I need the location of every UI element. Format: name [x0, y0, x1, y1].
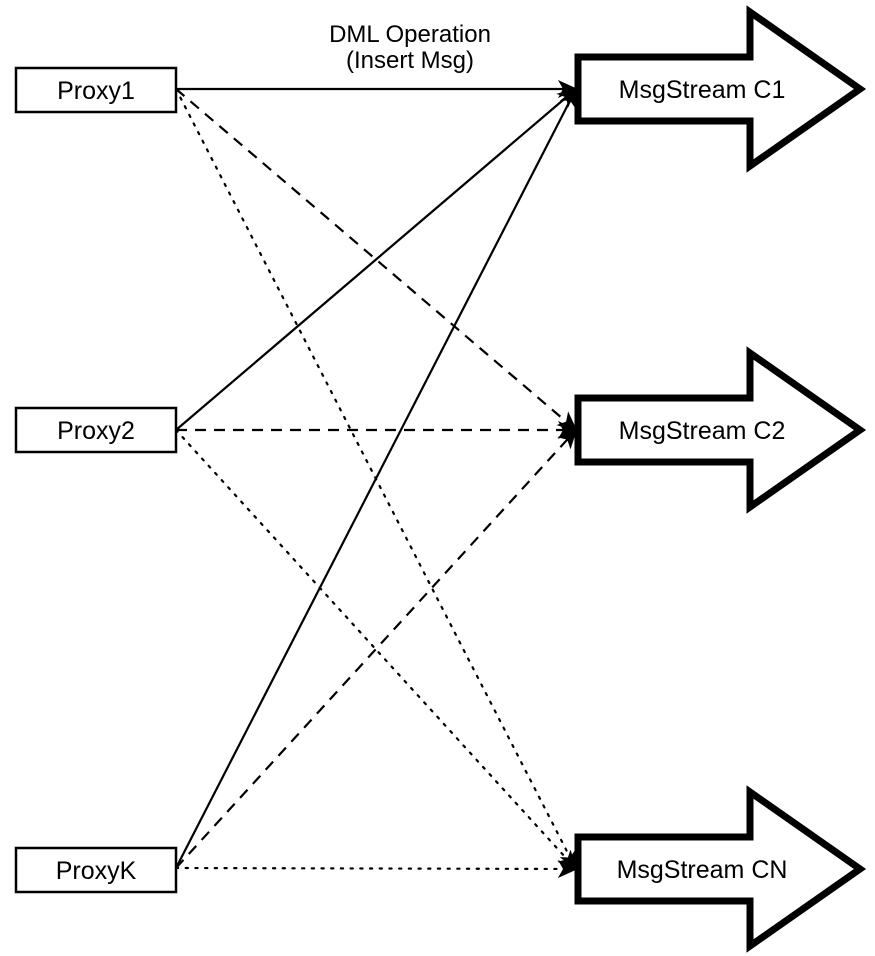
proxy-box	[14, 66, 178, 114]
block-arrow-shape	[574, 785, 867, 953]
proxy-label: Proxy2	[57, 417, 135, 445]
edges-layer	[174, 79, 578, 878]
edge-proxyk-cn	[174, 859, 578, 878]
edge-proxy2-c1	[175, 87, 578, 431]
block-arrow-shape	[574, 5, 867, 173]
proxy-node-3[interactable]: ProxyK	[14, 846, 178, 894]
proxy-node-2[interactable]: Proxy2	[14, 406, 178, 454]
edge-annotation: DML Operation (Insert Msg)	[329, 21, 491, 74]
msgstream-label: MsgStream C2	[619, 417, 786, 445]
edge-proxy1-c2	[175, 88, 578, 432]
edge-proxy1-cn	[174, 87, 578, 871]
streams-layer: MsgStream C1 MsgStream C2 MsgStream CN	[574, 5, 867, 953]
edge-annotation-line-2: (Insert Msg)	[346, 47, 474, 74]
msgstream-node-1[interactable]: MsgStream C1	[574, 5, 867, 173]
proxy-label: Proxy1	[57, 77, 135, 105]
block-arrow-shape	[574, 346, 867, 514]
edge-annotation-line-1: DML Operation	[329, 21, 491, 48]
msgstream-label: MsgStream C1	[619, 76, 786, 104]
msgstream-node-3[interactable]: MsgStream CN	[574, 785, 867, 953]
msgstream-label: MsgStream CN	[617, 856, 788, 884]
proxy-box	[14, 406, 178, 454]
edge-proxy2-cn	[174, 428, 578, 871]
proxy-node-1[interactable]: Proxy1	[14, 66, 178, 114]
proxy-box	[14, 846, 178, 894]
edge-proxyk-c2	[175, 428, 578, 869]
proxy-label: ProxyK	[56, 857, 137, 885]
msgstream-node-2[interactable]: MsgStream C2	[574, 346, 867, 514]
